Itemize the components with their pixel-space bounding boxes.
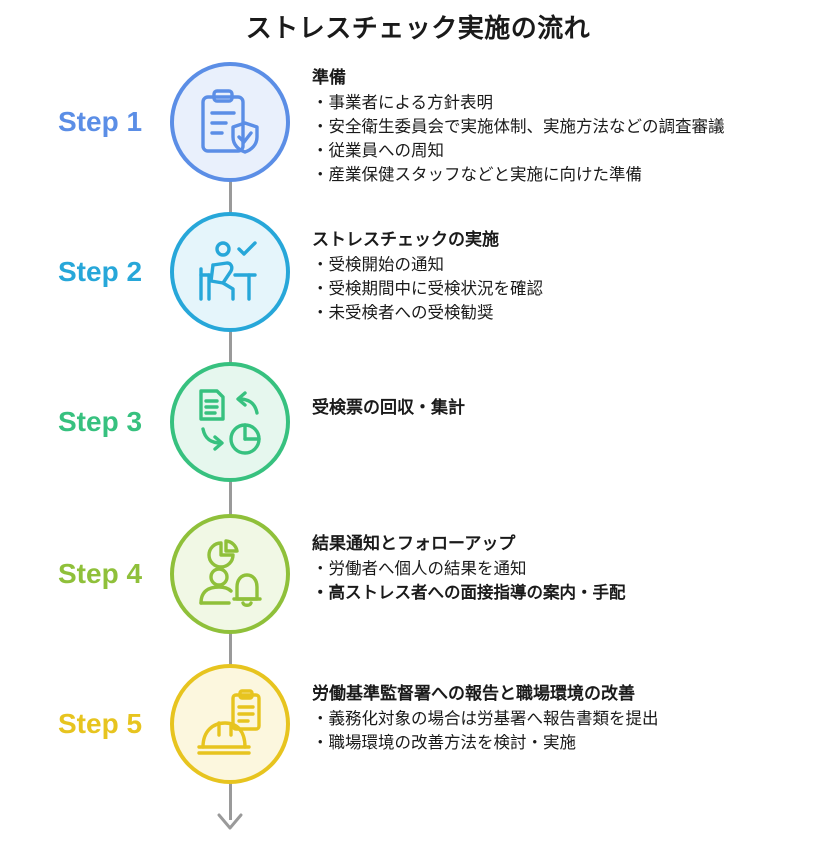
step-5: Step 5 労働基準監督署への報告と職場環境の改善 ・義務化対象の場合は労基署… <box>0 664 836 804</box>
hardhat-checklist-icon <box>197 689 261 755</box>
step-items: ・義務化対象の場合は労基署へ報告書類を提出 ・職場環境の改善方法を検討・実施 <box>312 707 827 755</box>
clipboard-shield-icon <box>201 89 259 154</box>
list-item: ・事業者による方針表明 <box>312 93 494 112</box>
list-item: ・産業保健スタッフなどと実施に向けた準備 <box>312 165 642 184</box>
step-heading: 結果通知とフォローアップ <box>312 534 516 554</box>
step-label: Step 3 <box>58 406 143 437</box>
step-circle <box>170 514 290 634</box>
step-circle <box>170 62 290 182</box>
list-item: ・義務化対象の場合は労基署へ報告書類を提出 <box>312 709 659 728</box>
step-label: Step 1 <box>58 106 143 137</box>
arrow-down-icon <box>217 813 243 830</box>
list-item: ・受検期間中に受検状況を確認 <box>312 279 543 298</box>
step-circle <box>170 664 290 784</box>
step-heading: 労働基準監督署への報告と職場環境の改善 <box>312 684 635 704</box>
step-label: Step 2 <box>58 256 143 287</box>
list-item: ・未受検者への受検勧奨 <box>312 303 494 322</box>
step-heading: 受検票の回収・集計 <box>312 398 465 418</box>
step-items: ・受検開始の通知 ・受検期間中に受検状況を確認 ・未受検者への受検勧奨 <box>312 253 827 325</box>
step-label: Step 5 <box>58 708 143 739</box>
step-circle <box>170 212 290 332</box>
step-circle <box>170 362 290 482</box>
step-label: Step 4 <box>58 558 143 589</box>
step-3: Step 3 受検票の回収・集計 <box>0 362 836 502</box>
list-item: ・労働者へ個人の結果を通知 <box>312 559 527 578</box>
step-items: ・事業者による方針表明 ・安全衛生委員会で実施体制、実施方法などの調査審議 ・従… <box>312 91 827 187</box>
person-desk-check-icon <box>199 241 257 301</box>
document-exchange-chart-icon <box>199 389 261 455</box>
step-items: ・労働者へ個人の結果を通知 ・高ストレス者への面接指導の案内・手配 <box>312 557 827 605</box>
list-item: ・職場環境の改善方法を検討・実施 <box>312 733 576 752</box>
list-item: ・安全衛生委員会で実施体制、実施方法などの調査審議 <box>312 117 725 136</box>
list-item: ・受検開始の通知 <box>312 255 444 274</box>
step-1: Step 1 準備 ・事業者による方針表明 ・安全衛生委員会で実施体制、実施方法… <box>0 62 836 202</box>
person-chart-bell-icon <box>199 539 262 607</box>
list-item: ・高ストレス者への面接指導の案内・手配 <box>312 583 626 602</box>
step-heading: ストレスチェックの実施 <box>312 230 499 250</box>
step-4: Step 4 結果通知とフォローアップ ・労働者へ個人の結果を通知 ・高ストレス… <box>0 514 836 654</box>
step-2: Step 2 ストレスチェックの実施 ・受検開始の通知 ・受検期間中に受検状況を… <box>0 212 836 352</box>
step-heading: 準備 <box>312 68 346 88</box>
list-item: ・従業員への周知 <box>312 141 444 160</box>
page-title: ストレスチェック実施の流れ <box>245 14 591 44</box>
